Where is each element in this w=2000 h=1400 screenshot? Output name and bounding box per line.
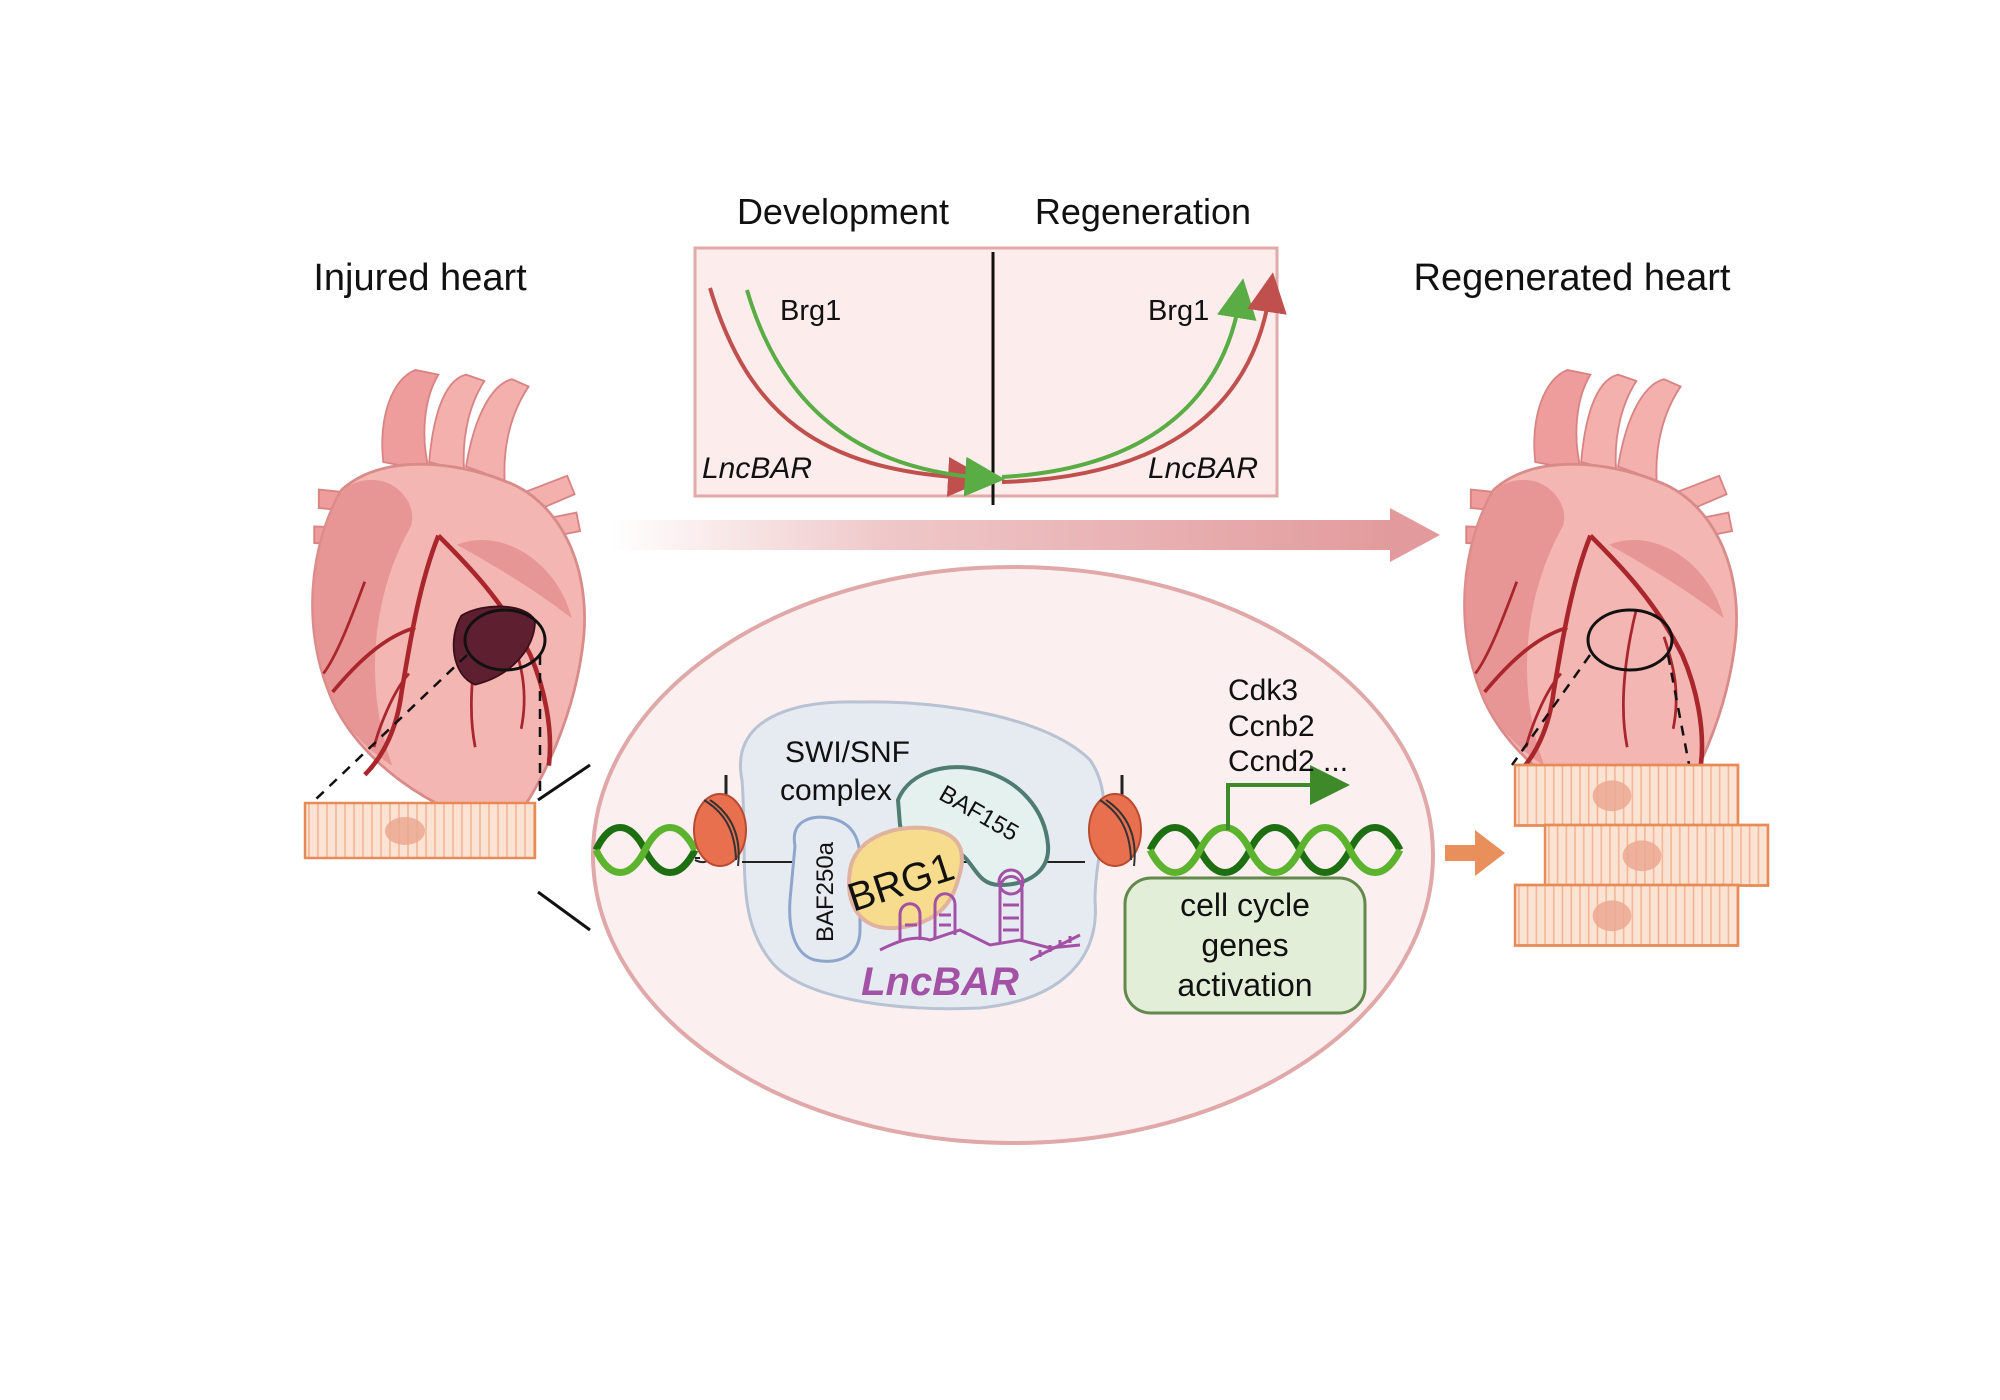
lncbar-rna [879, 868, 1081, 962]
regenerated-zoom-line-right [1666, 654, 1694, 781]
activation-line3: activation [1177, 967, 1312, 1003]
target-gene-2: Ccnb2 [1228, 710, 1315, 743]
regeneration-header: Regeneration [1035, 191, 1251, 232]
regeneration-lncbar-curve [1001, 272, 1287, 484]
nucleosome-left [693, 775, 747, 867]
nucleosome-right [1088, 775, 1142, 867]
regenerated-heart [1465, 370, 1737, 830]
regenerated-cardiomyocyte-1 [1513, 763, 1740, 827]
activation-box: cell cycle genes activation [1123, 876, 1367, 1015]
injured-heart-title: Injured heart [313, 257, 527, 299]
cell-to-nucleus-line-top [537, 763, 591, 802]
development-header: Development [737, 191, 949, 232]
infarct-area [452, 605, 536, 686]
complex-label-line1: SWI/SNF [785, 736, 910, 769]
regenerated-zoom-circle [1586, 608, 1674, 672]
dna-left [592, 824, 699, 876]
baf250a-label: BAF250a [812, 841, 839, 942]
transcription-start-arrow [1226, 765, 1350, 830]
development-lncbar-curve [708, 287, 988, 497]
proliferation-arrow [1445, 830, 1505, 876]
progression-arrow-head [1390, 508, 1440, 562]
regenerated-cardiomyocyte-2 [1543, 823, 1770, 887]
target-gene-1: Cdk3 [1228, 674, 1298, 707]
panel-frame [693, 246, 1279, 498]
regenerated-cardiomyocyte-3 [1513, 883, 1740, 947]
target-gene-3: Ccnd2 ... [1228, 745, 1348, 778]
regenerated-zoom-line-left [1510, 654, 1592, 766]
regeneration-brg1-label: Brg1 [1148, 295, 1209, 327]
injured-cardiomyocyte [303, 801, 537, 860]
dna-right [1146, 824, 1404, 876]
cell-to-nucleus-line-bottom [537, 890, 591, 932]
complex-label-line2: complex [780, 774, 892, 807]
development-lncbar-label: LncBAR [702, 452, 812, 485]
baf250a-subunit: BAF250a [788, 815, 862, 963]
development-brg1-label: Brg1 [780, 295, 841, 327]
regeneration-brg1-curve [1001, 278, 1257, 479]
injured-zoom-circle [463, 608, 547, 672]
lncbar-label: LncBAR [861, 960, 1019, 1004]
progression-arrow-shaft [610, 520, 1400, 550]
regenerated-heart-title: Regenerated heart [1414, 257, 1731, 299]
expression-panel: Development Regeneration Brg1 LncBAR Brg… [693, 191, 1287, 505]
activation-line2: genes [1201, 927, 1288, 963]
regeneration-lncbar-label: LncBAR [1148, 452, 1258, 485]
activation-line1: cell cycle [1180, 887, 1310, 923]
injured-heart [313, 370, 585, 830]
development-brg1-curve [745, 289, 1005, 497]
